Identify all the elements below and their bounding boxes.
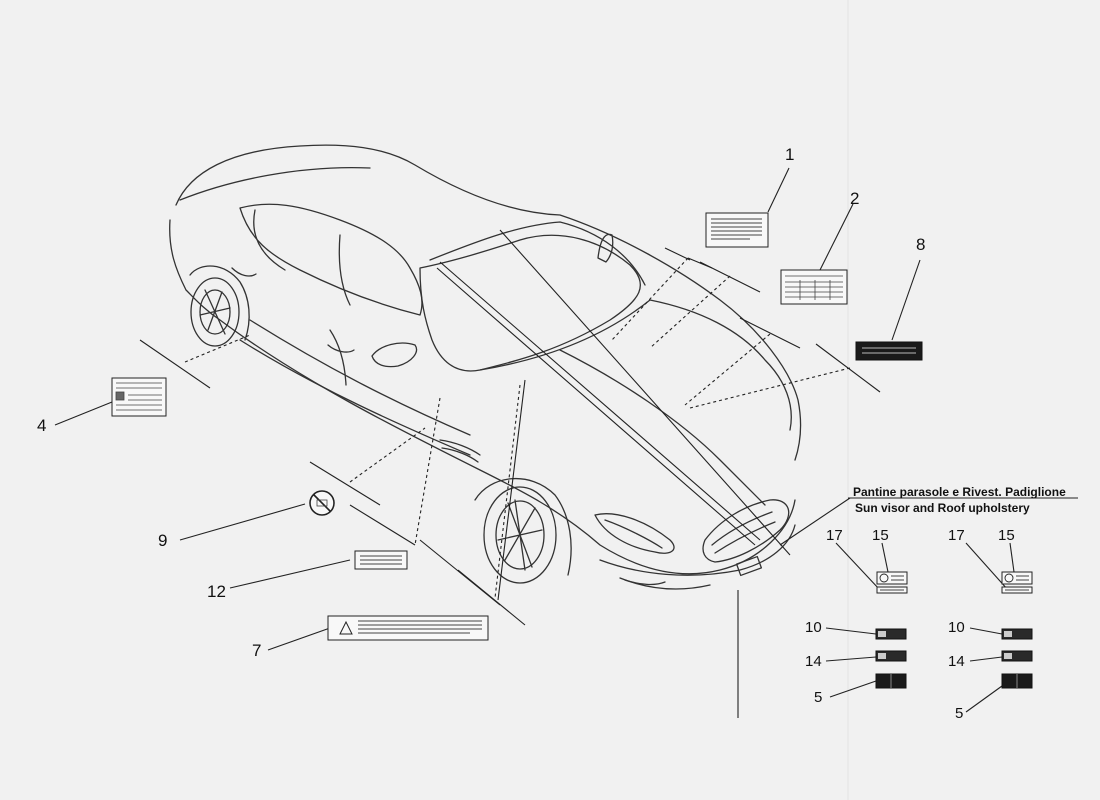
callout-10-left: 10 — [805, 619, 822, 636]
callout-14-right: 14 — [948, 653, 965, 670]
visor-right-column — [1001, 571, 1033, 689]
callout-10-right: 10 — [948, 619, 965, 636]
callout-8: 8 — [916, 235, 926, 254]
section-title-italian: Pantine parasole e Rivest. Padiglione — [853, 485, 1066, 499]
callout-17-right: 17 — [948, 527, 965, 544]
callout-1: 1 — [785, 145, 795, 164]
callout-12: 12 — [207, 582, 226, 601]
label-1-sticker — [705, 212, 769, 248]
label-9-sticker — [309, 490, 335, 516]
label-7-sticker — [327, 615, 489, 641]
label-12-sticker — [354, 550, 408, 570]
label-2-sticker — [780, 269, 848, 305]
label-8-sticker — [855, 341, 923, 361]
car-illustration — [169, 144, 802, 590]
callout-15-right: 15 — [998, 527, 1015, 544]
callout-7: 7 — [252, 641, 262, 660]
callout-2: 2 — [850, 189, 860, 208]
callout-5-left: 5 — [814, 689, 823, 706]
callout-4: 4 — [37, 416, 47, 435]
visor-left-column — [875, 571, 908, 689]
callout-9: 9 — [158, 531, 168, 550]
callout-17-left: 17 — [826, 527, 843, 544]
section-title-english: Sun visor and Roof upholstery — [855, 501, 1030, 515]
callout-14-left: 14 — [805, 653, 822, 670]
callout-15-left: 15 — [872, 527, 889, 544]
callout-5-right: 5 — [955, 705, 964, 722]
label-4-sticker — [111, 377, 167, 417]
leader-lines — [54, 167, 1078, 718]
